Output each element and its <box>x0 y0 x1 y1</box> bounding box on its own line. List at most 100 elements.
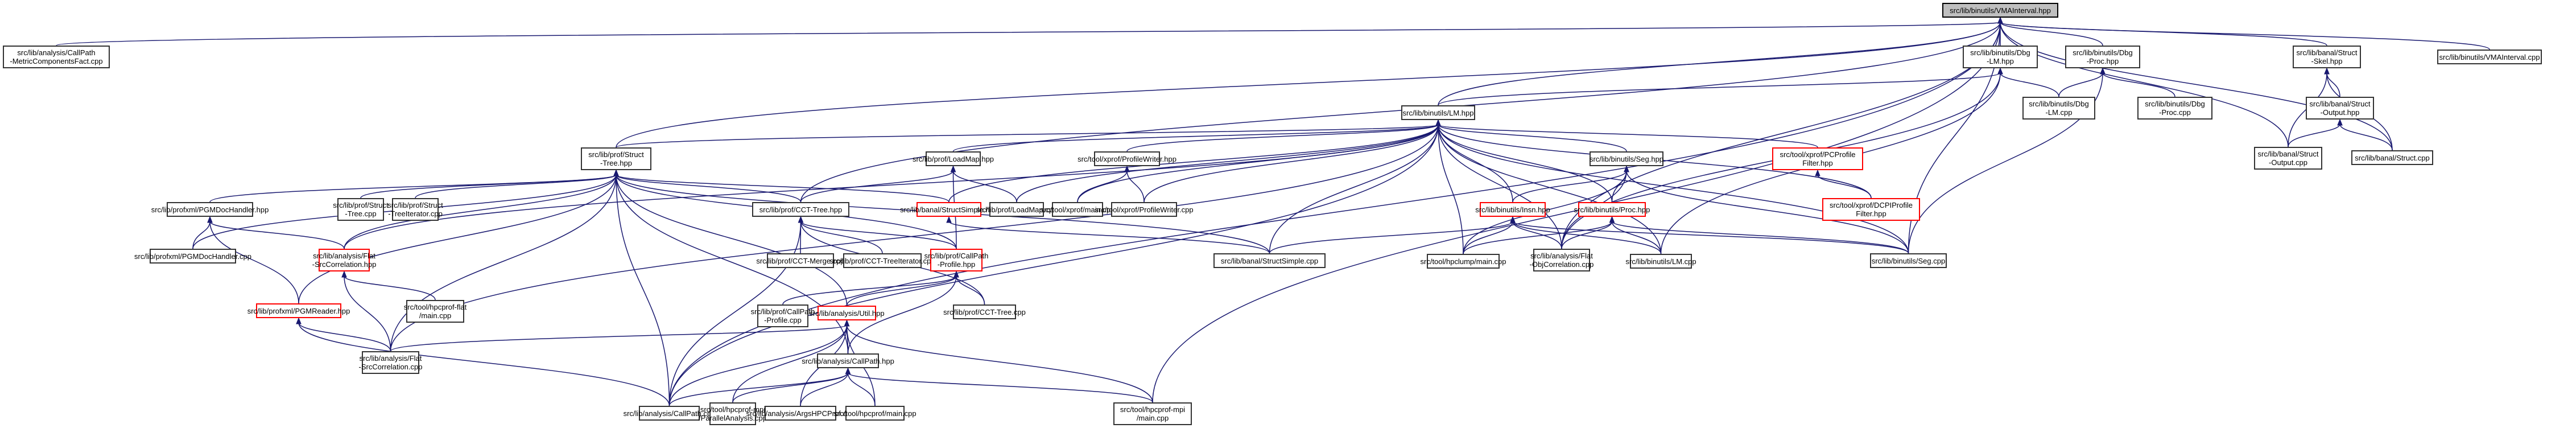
dependency-edge <box>952 170 1017 203</box>
dependency-edge <box>1438 124 1627 152</box>
dependency-edge <box>298 322 670 406</box>
arrowhead-icon <box>2337 118 2343 126</box>
dependency-edge <box>209 221 345 249</box>
dependency-edge <box>800 221 883 254</box>
dependency-edge <box>1817 174 1872 199</box>
graph-node-cctiter-cpp[interactable]: src/lib/prof/CCT-TreeIterator.cpp <box>829 253 935 268</box>
graph-node-structtree-hpp[interactable]: src/lib/prof/Struct -Tree.hpp <box>581 147 651 170</box>
arrowhead-icon <box>844 319 850 327</box>
dependency-edge <box>1152 22 2001 403</box>
dependency-edge <box>1269 221 1513 254</box>
dependency-edge <box>800 372 849 406</box>
graph-node-dcpifilter-hpp[interactable]: src/tool/xprof/DCPIProfile Filter.hpp <box>1822 198 1920 221</box>
arrowhead-icon <box>845 367 851 374</box>
dependency-edge <box>846 275 957 306</box>
dependency-edge <box>1438 124 1562 249</box>
graph-node-hpcflat-cpp[interactable]: src/tool/hpcprof-flat /main.cpp <box>404 300 467 323</box>
graph-node-flatobj-cpp[interactable]: src/lib/analysis/Flat -ObjCorrelation.cp… <box>1530 249 1594 271</box>
graph-node-callpath-hpp[interactable]: src/lib/analysis/CallPath.hpp <box>802 353 894 368</box>
graph-node-loadmap-cpp[interactable]: src/lib/prof/LoadMap.cpp <box>976 202 1057 217</box>
dependency-edge <box>800 221 957 249</box>
dependency-edge <box>2326 72 2340 97</box>
dependency-edge <box>1016 124 1439 203</box>
graph-node-lm-cpp[interactable]: src/lib/binutils/LM.cpp <box>1625 254 1696 269</box>
dependency-edge <box>732 324 848 403</box>
graph-node-dbglm-hpp[interactable]: src/lib/binutils/Dbg -LM.hpp <box>1963 46 2038 68</box>
graph-node-seg-hpp[interactable]: src/lib/binutils/Seg.hpp <box>1590 151 1663 166</box>
graph-node-lm-hpp[interactable]: src/lib/binutils/LM.hpp <box>1401 105 1475 120</box>
arrowhead-icon <box>341 270 347 278</box>
dependency-edge <box>209 221 299 304</box>
graph-node-structsimple-hpp[interactable]: src/lib/banal/StructSimple.hpp <box>900 202 998 217</box>
arrowhead-icon <box>1510 216 1516 223</box>
graph-node-util-hpp[interactable]: src/lib/analysis/Util.hpp <box>809 306 885 320</box>
graph-node-profwriter-cpp[interactable]: src/tool/xprof/ProfileWriter.cpp <box>1095 202 1194 217</box>
dependency-edge <box>948 221 1270 254</box>
dependency-edge <box>2000 22 2490 50</box>
graph-node-insn-hpp[interactable]: src/lib/binutils/Insn.hpp <box>1475 202 1550 217</box>
dependency-edge <box>1126 124 1439 152</box>
graph-node-dbgproc-cpp[interactable]: src/lib/binutils/Dbg -Proc.cpp <box>2137 97 2212 120</box>
arrowhead-icon <box>1997 17 2003 24</box>
dependency-edge <box>192 221 210 249</box>
graph-node-flatsrc-hpp[interactable]: src/lib/analysis/Flat -SrcCorrelation.hp… <box>312 249 376 271</box>
graph-node-vmaint-cpp[interactable]: src/lib/binutils/VMAInterval.cpp <box>2437 50 2542 64</box>
dependency-edge <box>1512 221 1562 249</box>
graph-node-output-cpp[interactable]: src/lib/banal/Struct -Output.cpp <box>2254 147 2322 170</box>
graph-node-vmaint-hpp[interactable]: src/lib/binutils/VMAInterval.hpp <box>1942 3 2058 18</box>
arrowhead-icon <box>1124 165 1130 172</box>
graph-node-profwriter-hpp[interactable]: src/tool/xprof/ProfileWriter.hpp <box>1078 151 1176 166</box>
dependency-edge <box>952 124 1439 152</box>
graph-node-structtree-cpp[interactable]: src/lib/prof/Struct -Tree.cpp <box>333 198 389 221</box>
dependency-edge <box>616 124 1439 148</box>
graph-node-structsimple-cpp[interactable]: src/lib/banal/StructSimple.cpp <box>1213 253 1326 268</box>
dependency-edge <box>782 275 957 305</box>
graph-node-pcfilter-hpp[interactable]: src/tool/xprof/PCProfile Filter.hpp <box>1772 147 1863 170</box>
dependency-edge <box>2000 22 2327 46</box>
graph-node-cctmerge-cpp[interactable]: src/lib/prof/CCT-Merge.cpp <box>756 253 845 268</box>
graph-node-proc-hpp[interactable]: src/lib/binutils/Proc.hpp <box>1574 202 1650 217</box>
graph-node-argshpc-cpp[interactable]: src/lib/analysis/ArgsHPCProf.cpp <box>746 406 854 421</box>
graph-node-dbgproc-hpp[interactable]: src/lib/binutils/Dbg -Proc.hpp <box>2065 46 2140 68</box>
dependency-edge <box>668 324 848 406</box>
graph-node-loadmap-hpp[interactable]: src/lib/prof/LoadMap.hpp <box>913 151 994 166</box>
graph-node-mpimain-cpp[interactable]: src/tool/hpcprof-mpi /main.cpp <box>1113 402 1192 425</box>
arrowhead-icon <box>1815 169 1820 176</box>
dependency-edge <box>668 22 2001 406</box>
dependency-edge <box>1438 124 1909 254</box>
graph-node-cpmcf-cpp[interactable]: src/lib/analysis/CallPath -MetricCompone… <box>3 46 110 68</box>
graph-node-flatsrc-cpp[interactable]: src/lib/analysis/Flat -SrcCorrelation.cp… <box>359 351 423 374</box>
dependency-edge <box>1269 124 1439 254</box>
dependency-edge <box>298 174 617 304</box>
graph-node-cpprofile-hpp[interactable]: src/lib/prof/CallPath -Profile.hpp <box>924 249 988 271</box>
graph-node-hpclump-cpp[interactable]: src/tool/hpclump/main.cpp <box>1421 254 1506 269</box>
graph-node-ccttree-hpp[interactable]: src/lib/prof/CCT-Tree.hpp <box>752 202 849 217</box>
graph-node-skel-hpp[interactable]: src/lib/banal/Struct -Skel.hpp <box>2293 46 2361 68</box>
dependency-edge <box>616 174 802 203</box>
dependency-edge <box>344 124 1439 249</box>
graph-node-pgmdoc-hpp[interactable]: src/lib/profxml/PGMDocHandler.hpp <box>151 202 269 217</box>
graph-node-ccttree-cpp[interactable]: src/lib/prof/CCT-Tree.cpp <box>943 304 1026 319</box>
graph-node-seg-cpp[interactable]: src/lib/binutils/Seg.cpp <box>1870 253 1947 268</box>
dependency-edge <box>1512 221 1909 254</box>
graph-node-parallel-cpp[interactable]: src/tool/hpcprof-mpi /ParallelAnalysis.c… <box>699 402 767 425</box>
dependency-edge <box>1611 221 1909 254</box>
graph-node-struct-cpp[interactable]: src/lib/banal/Struct.cpp <box>2351 150 2433 165</box>
graph-node-dbglm-cpp[interactable]: src/lib/binutils/Dbg -LM.cpp <box>2022 97 2095 120</box>
arrowhead-icon <box>953 270 959 278</box>
graph-node-callpath-cpp[interactable]: src/lib/analysis/CallPath.cpp <box>624 406 715 421</box>
graph-node-hpcprofmain-cpp[interactable]: src/tool/hpcprof/main.cpp <box>833 406 917 421</box>
graph-node-output-hpp[interactable]: src/lib/banal/Struct -Output.hpp <box>2306 97 2374 120</box>
dependency-edge <box>2000 22 2289 147</box>
dependency-edge <box>800 170 954 203</box>
graph-node-pgmdoc-cpp[interactable]: src/lib/profxml/PGMDocHandler.cpp <box>134 249 251 264</box>
dependency-edge <box>948 124 1439 203</box>
dependency-edge <box>2339 124 2393 151</box>
graph-node-structiter-cpp[interactable]: src/lib/prof/Struct -TreeIterator.cpp <box>387 198 443 221</box>
graph-node-cpprofile-cpp[interactable]: src/lib/prof/CallPath -Profile.cpp <box>751 304 815 327</box>
arrowhead-icon <box>798 216 804 223</box>
arrowhead-icon <box>1609 216 1615 223</box>
graph-node-xprofmain-cpp[interactable]: src/tool/xprof/main.cpp <box>1041 202 1114 217</box>
graph-node-pgmreader-hpp[interactable]: src/lib/profxml/PGMReader.hpp <box>247 303 350 318</box>
arrowhead-icon <box>296 317 302 324</box>
